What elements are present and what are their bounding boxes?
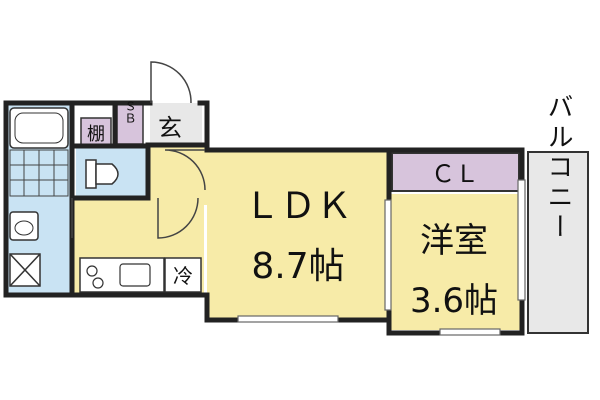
entrance-area xyxy=(150,103,202,145)
balcony-area xyxy=(527,151,589,334)
doors xyxy=(71,61,206,239)
western-room-size-label: 3.6帖 xyxy=(410,281,498,321)
western-room-area xyxy=(389,194,521,330)
washer-pan xyxy=(9,253,41,287)
balcony-label: バルコニー xyxy=(543,93,573,243)
entrance-label: 玄 xyxy=(158,114,182,142)
stove-burner-2 xyxy=(92,277,104,289)
hallway-area xyxy=(150,145,208,205)
closet-area xyxy=(391,152,520,192)
closet-label: ＣＬ xyxy=(431,160,479,188)
western-room-name-label: 洋室 xyxy=(420,221,488,261)
bathtub-inner xyxy=(14,112,64,144)
kitchen-sink xyxy=(119,263,151,287)
ldk-area xyxy=(207,152,389,318)
windows xyxy=(237,179,526,336)
refrigerator-space xyxy=(164,257,202,293)
wash-basin-bowl xyxy=(14,220,34,236)
shoe-box-label: ＳＢ xyxy=(123,100,137,124)
stove-burner-1 xyxy=(86,265,98,277)
shower-floor-tiles xyxy=(9,149,69,197)
refrigerator-label: 冷 xyxy=(173,264,193,288)
toilet-tank xyxy=(85,159,97,189)
toilet-bowl xyxy=(95,163,119,185)
shelf-label: 棚 xyxy=(87,124,105,145)
ldk-size-label: 8.7帖 xyxy=(251,246,344,287)
ldk-name-label: ＬＤＫ xyxy=(244,186,352,227)
